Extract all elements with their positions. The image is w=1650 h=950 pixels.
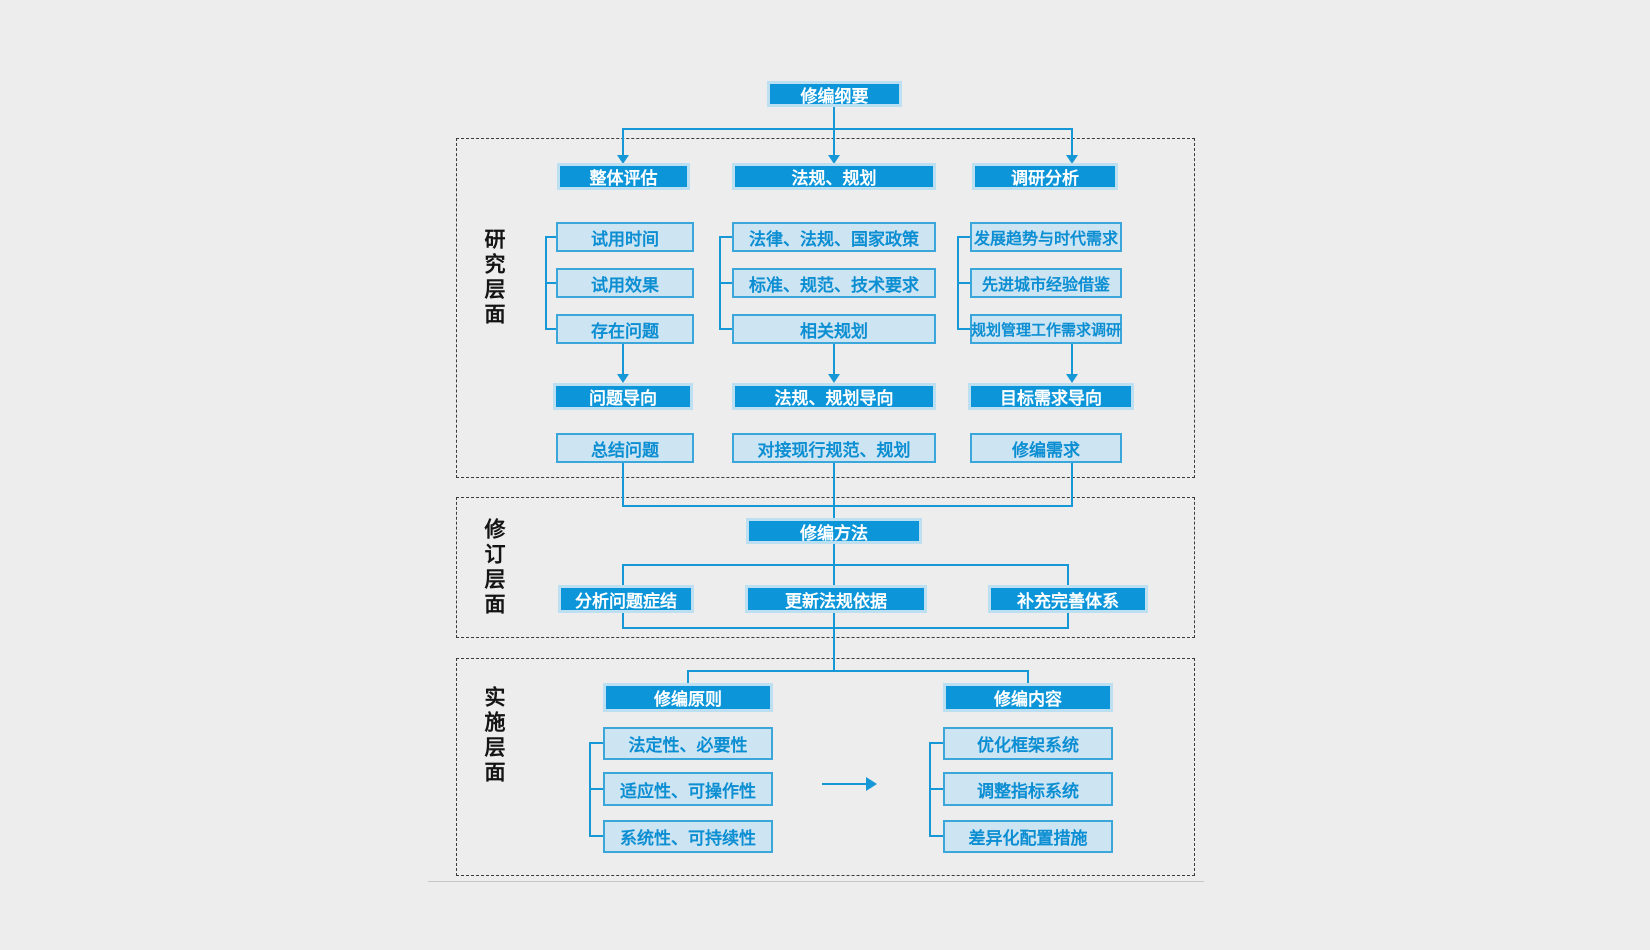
connector [1071, 463, 1073, 507]
section-revision-frame [456, 497, 1195, 638]
box-revision-content: 修编内容 [943, 683, 1113, 712]
bracket [957, 328, 972, 330]
connector [833, 107, 835, 129]
connector [1067, 613, 1069, 629]
arrowhead-right [866, 777, 877, 791]
bracket [545, 236, 558, 238]
bracket [545, 328, 558, 330]
connector [622, 505, 1073, 507]
bracket [589, 788, 604, 790]
box-align-current-standards: 对接现行规范、规划 [732, 433, 936, 463]
item-systematic-sustainable: 系统性、可持续性 [603, 820, 773, 853]
item-adaptability-operability: 适应性、可操作性 [603, 772, 773, 806]
connector [622, 128, 1072, 130]
section-label-research: 研究层面 [482, 228, 505, 328]
box-overall-evaluation: 整体评估 [557, 163, 690, 190]
item-trial-effect: 试用效果 [556, 268, 694, 298]
arrowhead-down [828, 374, 840, 383]
bracket [719, 282, 734, 284]
connector [622, 344, 624, 376]
connector [687, 670, 1029, 672]
box-summarize-problems: 总结问题 [556, 433, 694, 463]
item-differentiated-measures: 差异化配置措施 [943, 820, 1113, 853]
box-update-legal-basis: 更新法规依据 [745, 585, 927, 613]
bracket [929, 835, 944, 837]
bracket [929, 788, 944, 790]
bracket [589, 742, 604, 744]
item-development-trends: 发展趋势与时代需求 [970, 222, 1122, 252]
item-legality-necessity: 法定性、必要性 [603, 727, 773, 760]
connector [622, 463, 624, 507]
connector [1027, 670, 1029, 683]
connector [622, 564, 1069, 566]
connector [822, 783, 868, 785]
box-revision-outline: 修编纲要 [767, 81, 902, 107]
arrowhead-down [1066, 374, 1078, 383]
bracket [719, 236, 734, 238]
box-research-analysis: 调研分析 [972, 163, 1118, 190]
arrowhead-down [617, 155, 629, 164]
connector [833, 128, 835, 156]
connector [833, 463, 835, 518]
bracket [929, 742, 944, 744]
connector [622, 613, 624, 629]
arrowhead-down [1066, 155, 1078, 164]
connector [1071, 344, 1073, 376]
connector [833, 544, 835, 566]
connector [1067, 564, 1069, 585]
connector [833, 564, 835, 585]
item-adjust-indicators: 调整指标系统 [943, 772, 1113, 806]
connector [687, 670, 689, 683]
connector [833, 613, 835, 672]
bracket [957, 282, 972, 284]
box-goal-demand-oriented: 目标需求导向 [968, 383, 1134, 410]
item-standards-requirements: 标准、规范、技术要求 [732, 268, 936, 298]
bracket [545, 282, 558, 284]
item-trial-time: 试用时间 [556, 222, 694, 252]
section-research-frame [456, 138, 1195, 478]
section-implementation-frame [456, 658, 1195, 876]
connector [622, 128, 624, 156]
arrowhead-down [828, 155, 840, 164]
slide-bottom-edge [428, 881, 1204, 882]
box-revision-demand: 修编需求 [970, 433, 1122, 463]
section-label-revision: 修订层面 [482, 518, 505, 618]
connector [622, 564, 624, 585]
bracket [719, 328, 734, 330]
item-existing-problems: 存在问题 [556, 314, 694, 344]
item-related-planning: 相关规划 [732, 314, 936, 344]
bracket [589, 835, 604, 837]
item-optimize-framework: 优化框架系统 [943, 727, 1113, 760]
connector [833, 344, 835, 376]
box-regulation-oriented: 法规、规划导向 [732, 383, 936, 410]
section-label-implementation: 实施层面 [482, 686, 505, 786]
connector [1071, 128, 1073, 156]
arrowhead-down [617, 374, 629, 383]
box-revision-method: 修编方法 [746, 518, 922, 544]
connector [622, 627, 1069, 629]
box-analyze-problem-crux: 分析问题症结 [558, 585, 694, 613]
box-supplement-system: 补充完善体系 [988, 585, 1148, 613]
box-problem-oriented: 问题导向 [553, 383, 693, 410]
box-regulations-planning: 法规、规划 [732, 163, 936, 190]
bracket [957, 236, 972, 238]
item-management-survey: 规划管理工作需求调研 [970, 314, 1122, 344]
item-laws-policies: 法律、法规、国家政策 [732, 222, 936, 252]
box-revision-principles: 修编原则 [603, 683, 773, 712]
item-city-experience: 先进城市经验借鉴 [970, 268, 1122, 298]
